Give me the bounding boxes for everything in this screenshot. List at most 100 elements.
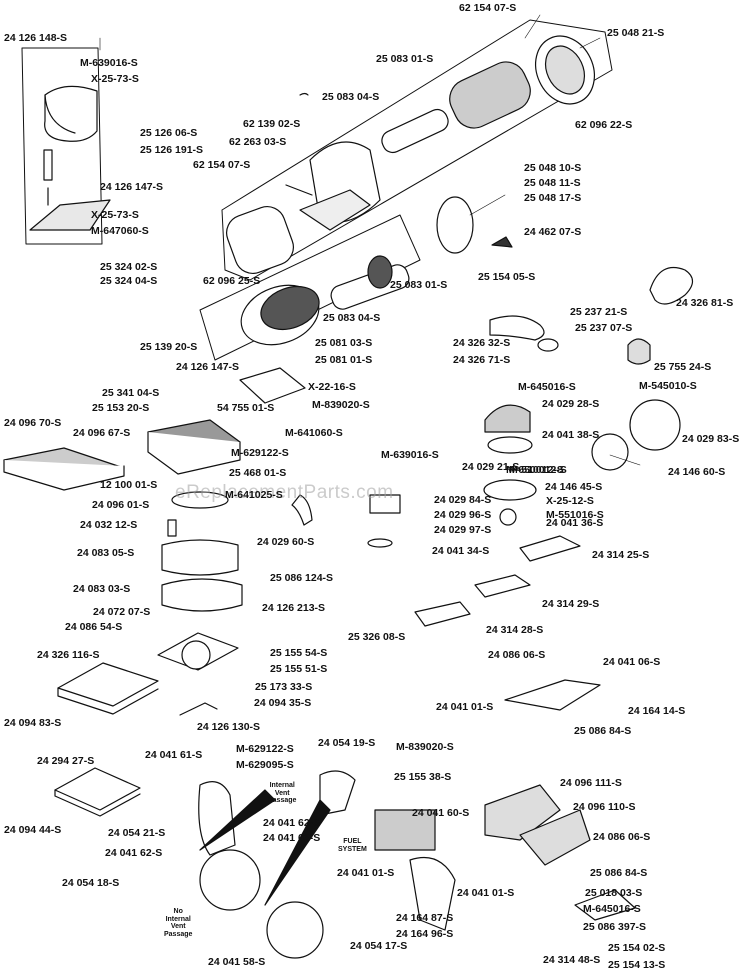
part-number-label: 24 041 61-S: [145, 749, 203, 761]
part-number-label: 24 083 05-S: [77, 547, 135, 559]
part-number-label: 24 086 06-S: [593, 831, 651, 843]
part-number-label: 24 029 97-S: [434, 524, 492, 536]
part-number-label: 25 237 21-S: [570, 306, 628, 318]
part-number-label: 25 324 02-S: [100, 261, 158, 273]
part-number-label: 62 096 25-S: [203, 275, 261, 287]
part-number-label: M-510012-S: [509, 464, 567, 476]
part-number-label: 25 324 04-S: [100, 275, 158, 287]
part-number-label: M-645016-S: [583, 903, 641, 915]
part-number-label: 25 018 03-S: [585, 887, 643, 899]
part-number-label: M-551016-S: [546, 509, 604, 521]
part-number-label: 25 081 01-S: [315, 354, 373, 366]
note-internal-vent-passage: Internal Vent Passage: [268, 782, 297, 805]
part-number-label: 25 154 02-S: [608, 942, 666, 954]
part-number-label: 24 094 83-S: [4, 717, 62, 729]
part-number-label: 24 094 35-S: [254, 697, 312, 709]
leader-lines: [99, 14, 641, 466]
part-number-label: 24 086 54-S: [65, 621, 123, 633]
part-number-label: 24 096 01-S: [92, 499, 150, 511]
part-number-label: M-545010-S: [639, 380, 697, 392]
part-number-label: 24 314 29-S: [542, 598, 600, 610]
part-number-label: 24 086 06-S: [488, 649, 546, 661]
part-number-label: M-650012-S: [506, 464, 564, 476]
note-fuel-system: FUEL SYSTEM: [338, 838, 367, 853]
part-number-label: X-25-73-S: [91, 73, 139, 85]
part-number-label: 25 341 04-S: [102, 387, 160, 399]
part-number-label: 24 326 32-S: [453, 337, 511, 349]
part-number-label: 24 054 18-S: [62, 877, 120, 889]
part-number-label: 24 314 25-S: [592, 549, 650, 561]
part-number-label: 25 083 01-S: [376, 53, 434, 65]
part-number-label: 25 755 24-S: [654, 361, 712, 373]
part-number-label: 24 164 87-S: [396, 912, 454, 924]
part-number-label: 24 126 130-S: [197, 721, 261, 733]
part-number-label: 24 041 38-S: [542, 429, 600, 441]
part-number-label: X-25-73-S: [91, 209, 139, 221]
part-number-label: 25 086 397-S: [583, 921, 647, 933]
part-number-label: 25 086 84-S: [590, 867, 648, 879]
part-number-label: 24 041 34-S: [432, 545, 490, 557]
intake-manifold-assembly: [198, 770, 591, 959]
part-number-label: 24 096 110-S: [573, 801, 636, 813]
note-no-internal-vent-passage: No Internal Vent Passage: [164, 908, 193, 939]
part-number-label: 24 146 45-S: [545, 481, 603, 493]
part-number-label: 24 126 148-S: [4, 32, 68, 44]
part-number-label: 25 083 04-S: [323, 312, 381, 324]
remote-air-cleaner: [3, 419, 313, 817]
hoses-and-clamps: [299, 92, 694, 365]
part-number-label: 25 326 08-S: [348, 631, 406, 643]
part-number-label: 25 139 20-S: [140, 341, 198, 353]
part-number-label: 24 294 27-S: [37, 755, 95, 767]
part-number-label: 24 041 01-S: [337, 867, 395, 879]
part-number-label: M-647060-S: [91, 225, 149, 237]
part-number-label: 24 041 62-S: [263, 817, 321, 829]
part-number-label: 24 314 28-S: [486, 624, 544, 636]
part-number-label: X-22-16-S: [308, 381, 356, 393]
part-number-label: M-629122-S: [236, 743, 294, 755]
part-number-label: 24 083 03-S: [73, 583, 131, 595]
part-number-label: 25 126 06-S: [140, 127, 198, 139]
part-number-label: 62 139 02-S: [243, 118, 301, 130]
part-number-label: 25 048 11-S: [524, 177, 581, 189]
part-number-label: 25 468 01-S: [229, 467, 287, 479]
part-number-label: 25 126 191-S: [140, 144, 204, 156]
part-number-label: 24 094 44-S: [4, 824, 62, 836]
part-number-label: 24 041 58-S: [208, 956, 266, 968]
part-number-label: M-839020-S: [312, 399, 370, 411]
part-number-label: 24 029 83-S: [682, 433, 740, 445]
part-number-label: 24 072 07-S: [93, 606, 151, 618]
part-number-label: M-639016-S: [80, 57, 138, 69]
part-number-label: 24 041 06-S: [603, 656, 661, 668]
part-number-label: 25 048 10-S: [524, 162, 582, 174]
part-number-label: 24 054 19-S: [318, 737, 376, 749]
part-number-label: 25 086 84-S: [574, 725, 632, 737]
part-number-label: 24 462 07-S: [524, 226, 582, 238]
part-number-label: 24 041 01-S: [436, 701, 494, 713]
part-number-label: 24 096 70-S: [4, 417, 62, 429]
part-number-label: 24 126 147-S: [100, 181, 164, 193]
part-number-label: 25 237 07-S: [575, 322, 633, 334]
part-number-label: 25 048 21-S: [607, 27, 665, 39]
part-number-label: 24 326 71-S: [453, 354, 511, 366]
part-number-label: 24 029 28-S: [542, 398, 600, 410]
part-number-label: 24 146 60-S: [668, 466, 726, 478]
part-number-label: 24 326 81-S: [676, 297, 734, 309]
part-number-label: 24 326 116-S: [37, 649, 100, 661]
part-number-label: 25 083 01-S: [390, 279, 448, 291]
part-number-label: 24 041 63-S: [263, 832, 321, 844]
part-number-label: 24 041 01-S: [457, 887, 515, 899]
part-number-label: 24 029 84-S: [434, 494, 492, 506]
part-number-label: 25 154 05-S: [478, 271, 536, 283]
part-number-label: 25 155 38-S: [394, 771, 452, 783]
air-cleaner-bracket-kit: [21, 47, 111, 245]
carburetor-top-parts: [367, 399, 681, 548]
mounting-brackets: [414, 535, 636, 921]
part-number-label: M-645016-S: [518, 381, 576, 393]
part-number-label: 62 263 03-S: [229, 136, 287, 148]
part-number-label: 24 041 62-S: [105, 847, 163, 859]
part-number-label: 54 755 01-S: [217, 402, 275, 414]
part-number-label: M-641025-S: [225, 489, 283, 501]
part-number-label: 62 096 22-S: [575, 119, 633, 131]
